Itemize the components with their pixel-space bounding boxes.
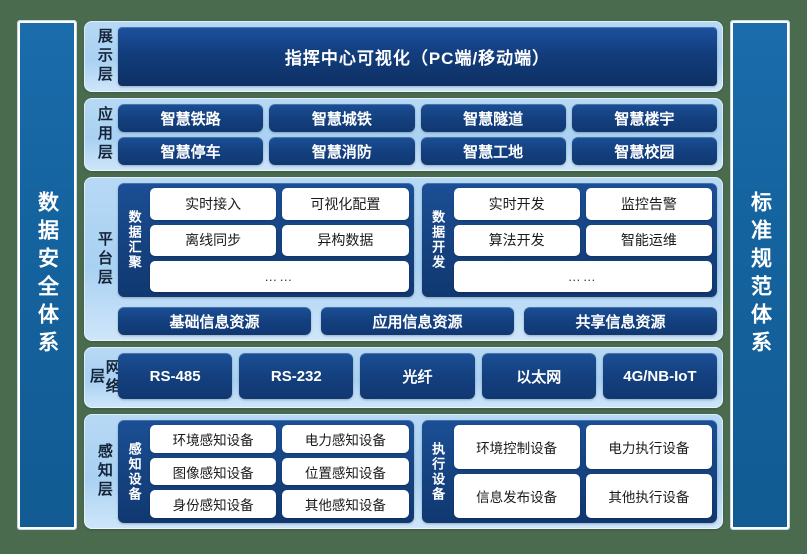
perception-item[interactable]: 电力感知设备 <box>282 425 409 453</box>
application-item[interactable]: 智慧工地 <box>420 137 566 166</box>
layer-perception-label-box: 感知层 <box>90 420 118 523</box>
platform-group-row: 离线同步 异构数据 <box>150 224 409 256</box>
platform-item[interactable]: 实时接入 <box>150 188 277 220</box>
platform-item[interactable]: 可视化配置 <box>282 188 409 220</box>
perception-group-items: 环境控制设备 电力执行设备 信息发布设备 其他执行设备 <box>453 425 712 518</box>
right-vertical-bar-standards: 标准规范体系 <box>731 21 789 529</box>
application-row: 智慧停车 智慧消防 智慧工地 智慧校园 <box>118 137 717 166</box>
platform-group-row: 实时接入 可视化配置 <box>150 188 409 220</box>
platform-group-data-aggregation: 数据汇聚 实时接入 可视化配置 离线同步 异构数据 <box>118 183 414 298</box>
network-item[interactable]: 光纤 <box>360 353 475 400</box>
perception-group-row: 身份感知设备 其他感知设备 <box>150 490 409 518</box>
layer-platform-label-box: 平台层 <box>90 183 118 335</box>
platform-item-more[interactable]: …… <box>453 260 712 293</box>
platform-item[interactable]: 异构数据 <box>282 224 409 256</box>
layer-display-body: 指挥中心可视化（PC端/移动端） <box>118 27 717 87</box>
network-item[interactable]: RS-485 <box>118 353 233 400</box>
application-item[interactable]: 智慧停车 <box>118 137 264 166</box>
perception-item[interactable]: 位置感知设备 <box>282 457 409 486</box>
layer-perception-body: 感知设备 环境感知设备 电力感知设备 图像感知设备 位置感知设备 <box>118 420 717 523</box>
platform-resource-item[interactable]: 基础信息资源 <box>118 307 311 336</box>
layer-platform-label: 平台层 <box>95 230 113 288</box>
application-row: 智慧铁路 智慧城铁 智慧隧道 智慧楼宇 <box>118 104 717 133</box>
perception-group-row: 环境控制设备 电力执行设备 <box>453 425 712 470</box>
platform-group-row-more: …… <box>453 260 712 293</box>
application-item[interactable]: 智慧城铁 <box>269 104 415 133</box>
perception-item[interactable]: 环境控制设备 <box>453 425 580 470</box>
platform-item[interactable]: 实时开发 <box>453 188 580 220</box>
right-vertical-bar-label: 标准规范体系 <box>748 191 772 359</box>
layer-application-label-box: 应用层 <box>90 104 118 165</box>
layer-platform: 平台层 数据汇聚 实时接入 可视化配置 <box>84 177 723 342</box>
application-item[interactable]: 智慧消防 <box>269 137 415 166</box>
application-item[interactable]: 智慧楼宇 <box>571 104 717 133</box>
layer-network-label-box: 网络层 <box>88 353 121 402</box>
network-item[interactable]: 以太网 <box>481 353 596 400</box>
perception-item[interactable]: 电力执行设备 <box>585 425 712 470</box>
perception-group-label: 执行设备 <box>430 441 446 502</box>
layer-network: 网络层 RS-485 RS-232 光纤 以太网 4G/NB-IoT <box>84 347 723 409</box>
platform-item[interactable]: 智能运维 <box>585 224 712 256</box>
layer-display: 展示层 指挥中心可视化（PC端/移动端） <box>84 21 723 93</box>
perception-group-row: 信息发布设备 其他执行设备 <box>453 474 712 518</box>
layer-application-body: 智慧铁路 智慧城铁 智慧隧道 智慧楼宇 智慧停车 智慧消防 智慧工地 智慧校园 <box>118 104 717 166</box>
layer-application: 应用层 智慧铁路 智慧城铁 智慧隧道 智慧楼宇 智慧停车 智慧消防 智慧工地 智… <box>84 98 723 172</box>
application-item[interactable]: 智慧铁路 <box>118 104 264 133</box>
platform-group-items: 实时接入 可视化配置 离线同步 异构数据 …… <box>150 188 409 293</box>
platform-group-label: 数据汇聚 <box>126 210 142 271</box>
platform-group-label-box: 数据汇聚 <box>123 188 145 292</box>
platform-resource-item[interactable]: 共享信息资源 <box>524 307 717 336</box>
perception-group-row: 图像感知设备 位置感知设备 <box>150 457 409 486</box>
platform-groups: 数据汇聚 实时接入 可视化配置 离线同步 异构数据 <box>118 183 717 298</box>
layer-display-label-box: 展示层 <box>90 27 118 86</box>
platform-item[interactable]: 监控告警 <box>585 188 712 220</box>
platform-group-items: 实时开发 监控告警 算法开发 智能运维 …… <box>453 188 712 293</box>
perception-groups: 感知设备 环境感知设备 电力感知设备 图像感知设备 位置感知设备 <box>118 420 717 523</box>
layer-network-body: RS-485 RS-232 光纤 以太网 4G/NB-IoT <box>118 353 718 402</box>
application-item[interactable]: 智慧隧道 <box>420 104 566 133</box>
platform-item[interactable]: 离线同步 <box>150 224 277 256</box>
platform-resource-row: 基础信息资源 应用信息资源 共享信息资源 <box>118 307 717 336</box>
display-banner[interactable]: 指挥中心可视化（PC端/移动端） <box>118 27 717 87</box>
platform-group-row: 算法开发 智能运维 <box>453 224 712 256</box>
layer-display-label: 展示层 <box>95 28 113 86</box>
perception-group-sensing-devices: 感知设备 环境感知设备 电力感知设备 图像感知设备 位置感知设备 <box>118 420 414 523</box>
perception-item[interactable]: 信息发布设备 <box>453 474 580 518</box>
perception-group-label: 感知设备 <box>126 441 142 502</box>
platform-group-label-box: 数据开发 <box>427 188 449 292</box>
network-item[interactable]: 4G/NB-IoT <box>602 353 718 400</box>
platform-group-row: 实时开发 监控告警 <box>453 188 712 220</box>
left-vertical-bar-label: 数据安全体系 <box>35 191 59 359</box>
platform-item[interactable]: 算法开发 <box>453 224 580 256</box>
platform-group-row-more: …… <box>150 260 409 293</box>
application-item[interactable]: 智慧校园 <box>571 137 717 166</box>
perception-group-row: 环境感知设备 电力感知设备 <box>150 425 409 453</box>
perception-item[interactable]: 身份感知设备 <box>150 490 277 518</box>
perception-item[interactable]: 图像感知设备 <box>150 457 277 486</box>
layer-application-label: 应用层 <box>95 106 113 164</box>
platform-group-data-development: 数据开发 实时开发 监控告警 算法开发 智能运维 <box>421 183 717 298</box>
platform-group-label: 数据开发 <box>430 210 446 271</box>
platform-item-more[interactable]: …… <box>150 260 409 293</box>
network-item[interactable]: RS-232 <box>239 353 354 400</box>
perception-item[interactable]: 环境感知设备 <box>150 425 277 453</box>
perception-item[interactable]: 其他执行设备 <box>585 474 712 518</box>
perception-group-items: 环境感知设备 电力感知设备 图像感知设备 位置感知设备 身份感知设备 其他感知设… <box>150 425 409 518</box>
layer-perception: 感知层 感知设备 环境感知设备 电力感知设备 <box>84 414 723 529</box>
layer-network-label: 网络层 <box>88 358 121 397</box>
layer-perception-label: 感知层 <box>95 443 113 501</box>
platform-resource-item[interactable]: 应用信息资源 <box>321 307 514 336</box>
layer-platform-body: 数据汇聚 实时接入 可视化配置 离线同步 异构数据 <box>118 183 717 336</box>
network-row: RS-485 RS-232 光纤 以太网 4G/NB-IoT <box>118 353 718 402</box>
perception-group-label-box: 执行设备 <box>427 425 449 518</box>
perception-group-actuator-devices: 执行设备 环境控制设备 电力执行设备 信息发布设备 其他执行设备 <box>421 420 717 523</box>
left-vertical-bar-data-security: 数据安全体系 <box>18 21 76 529</box>
perception-item[interactable]: 其他感知设备 <box>282 490 409 518</box>
layer-stack: 展示层 指挥中心可视化（PC端/移动端） 应用层 智慧铁路 智慧城铁 智慧隧道 … <box>84 21 723 529</box>
perception-group-label-box: 感知设备 <box>123 425 145 518</box>
